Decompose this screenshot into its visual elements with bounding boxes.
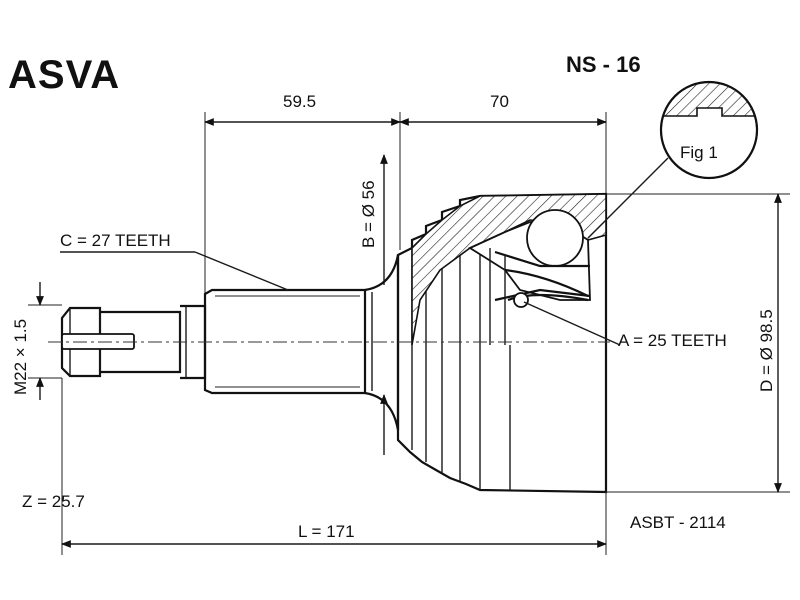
dim-thread: M22 × 1.5 bbox=[11, 319, 30, 395]
thread-dimension: M22 × 1.5 bbox=[11, 282, 62, 400]
brand-logo-text: ASVA bbox=[8, 53, 120, 97]
fig-1-label: Fig 1 bbox=[680, 143, 718, 162]
fig-1-detail: Fig 1 bbox=[587, 80, 759, 239]
dim-z-value: Z = 25.7 bbox=[22, 492, 85, 511]
reference-code: ASBT - 2114 bbox=[630, 513, 726, 532]
diameter-b-dimension: B = Ø 56 bbox=[359, 154, 388, 455]
diameter-d-dimension: D = Ø 98.5 bbox=[606, 193, 790, 493]
top-dimensions: 59.5 70 bbox=[204, 92, 607, 300]
spline-a-leader: A = 25 TEETH bbox=[523, 301, 727, 350]
dim-shaft-length: 59.5 bbox=[283, 92, 316, 111]
dim-spline-c: C = 27 TEETH bbox=[60, 231, 171, 250]
part-code: NS - 16 bbox=[566, 52, 641, 77]
dim-diameter-d: D = Ø 98.5 bbox=[757, 309, 776, 392]
dim-housing-length: 70 bbox=[490, 92, 509, 111]
dim-overall-length: L = 171 bbox=[298, 522, 355, 541]
bottom-dimensions: Z = 25.7 L = 171 ASBT - 2114 bbox=[22, 378, 726, 555]
joint-housing bbox=[396, 192, 608, 494]
spline-c-leader: C = 27 TEETH bbox=[60, 231, 289, 291]
dim-spline-a: A = 25 TEETH bbox=[618, 331, 727, 350]
dim-diameter-b: B = Ø 56 bbox=[359, 180, 378, 248]
